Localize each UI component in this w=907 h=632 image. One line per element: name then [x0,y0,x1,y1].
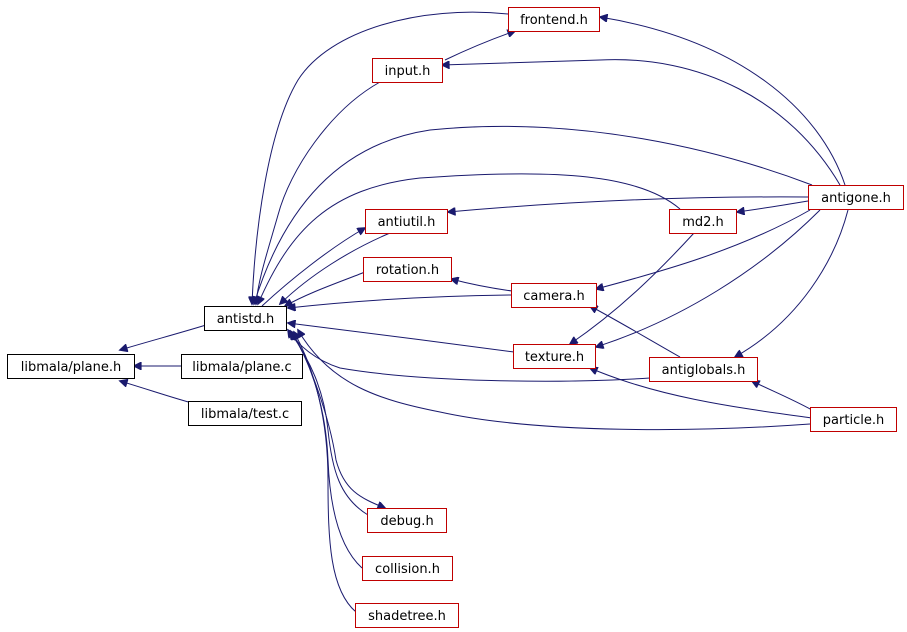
edge-antistd-h-to-debug-h [289,329,385,508]
node-label: antiutil.h [378,215,436,230]
node-label: debug.h [380,514,433,529]
edge-test-c-to-plane-h [120,381,193,404]
edge-input-h-to-antistd-h [256,81,381,304]
node-antistd-h[interactable]: antistd.h [204,306,287,331]
node-particle-h[interactable]: particle.h [810,407,897,432]
node-label: antiglobals.h [662,363,746,378]
edges-layer [120,11,849,613]
edge-input-h-to-frontend-h [444,31,515,61]
node-box [511,283,597,308]
node-box [372,58,443,83]
node-box [362,556,453,581]
node-box [7,354,135,379]
edge-antigone-h-to-camera-h [596,209,811,289]
node-texture-h[interactable]: texture.h [513,344,596,369]
edge-md2-h-to-antistd-h [258,173,681,304]
node-antiutil-h[interactable]: antiutil.h [365,209,448,234]
edge-antiutil-h-to-antistd-h [280,232,391,304]
node-plane-c[interactable]: libmala/plane.c [181,354,303,379]
node-label: antigone.h [821,191,891,206]
edge-antigone-h-to-antiglobals-h [735,209,849,357]
node-label: md2.h [682,215,724,230]
edge-antiglobals-h-to-camera-h [590,306,681,358]
edge-shadetree-h-to-antistd-h [294,332,357,613]
edge-md2-h-to-texture-h [570,232,695,344]
edge-rotation-h-to-antistd-h [285,271,366,306]
node-box [513,344,596,369]
node-box [204,306,287,331]
edge-particle-h-to-antistd-h [298,330,811,431]
edge-antistd-h-to-antiutil-h [261,228,365,307]
node-box [181,354,303,379]
node-frontend-h[interactable]: frontend.h [508,7,600,32]
edge-antigone-h-to-md2-h [737,200,809,212]
edge-antigone-h-to-frontend-h [600,17,846,186]
node-label: texture.h [525,350,584,365]
node-label: shadetree.h [368,609,446,624]
node-collision-h[interactable]: collision.h [362,556,453,581]
node-debug-h[interactable]: debug.h [367,508,447,533]
node-box [367,508,447,533]
node-label: libmala/plane.h [21,360,122,375]
edge-antistd-h-to-plane-h [120,324,207,350]
node-plane-h: libmala/plane.h [7,354,135,379]
node-box [508,7,600,32]
node-test-c[interactable]: libmala/test.c [188,401,302,426]
edge-camera-h-to-antistd-h [288,294,512,308]
node-label: libmala/plane.c [192,360,291,375]
node-label: libmala/test.c [201,407,289,422]
node-label: input.h [385,64,431,79]
node-input-h[interactable]: input.h [372,58,443,83]
node-box [363,257,452,282]
node-label: rotation.h [376,263,439,278]
edge-antigone-h-to-input-h [442,59,841,186]
node-label: frontend.h [520,13,588,28]
node-label: particle.h [823,413,884,428]
node-label: collision.h [375,562,440,577]
edge-particle-h-to-antiglobals-h [752,381,813,411]
edge-antigone-h-to-texture-h [596,209,821,347]
node-label: antistd.h [217,312,274,327]
edge-camera-h-to-rotation-h [451,279,513,292]
node-box [355,603,459,628]
edge-antiglobals-h-to-antistd-h [288,330,651,382]
node-antiglobals-h[interactable]: antiglobals.h [649,357,758,382]
node-shadetree-h[interactable]: shadetree.h [355,603,459,628]
edge-frontend-h-to-antistd-h [252,11,509,304]
node-antigone-h[interactable]: antigone.h [808,185,904,210]
edge-antigone-h-to-antistd-h [254,125,813,304]
node-camera-h[interactable]: camera.h [511,283,597,308]
node-box [649,357,758,382]
edge-antigone-h-to-antiutil-h [448,196,809,212]
node-md2-h[interactable]: md2.h [669,209,737,234]
node-label: camera.h [523,289,584,304]
node-box [365,209,448,234]
node-rotation-h[interactable]: rotation.h [363,257,452,282]
edge-texture-h-to-antistd-h [288,323,515,353]
node-box [808,185,904,210]
edge-particle-h-to-texture-h [590,368,813,419]
node-box [810,407,897,432]
node-box [188,401,302,426]
nodes-layer: libmala/plane.h antistd.h libmala/plane.c l… [7,7,904,628]
node-box [669,209,737,234]
